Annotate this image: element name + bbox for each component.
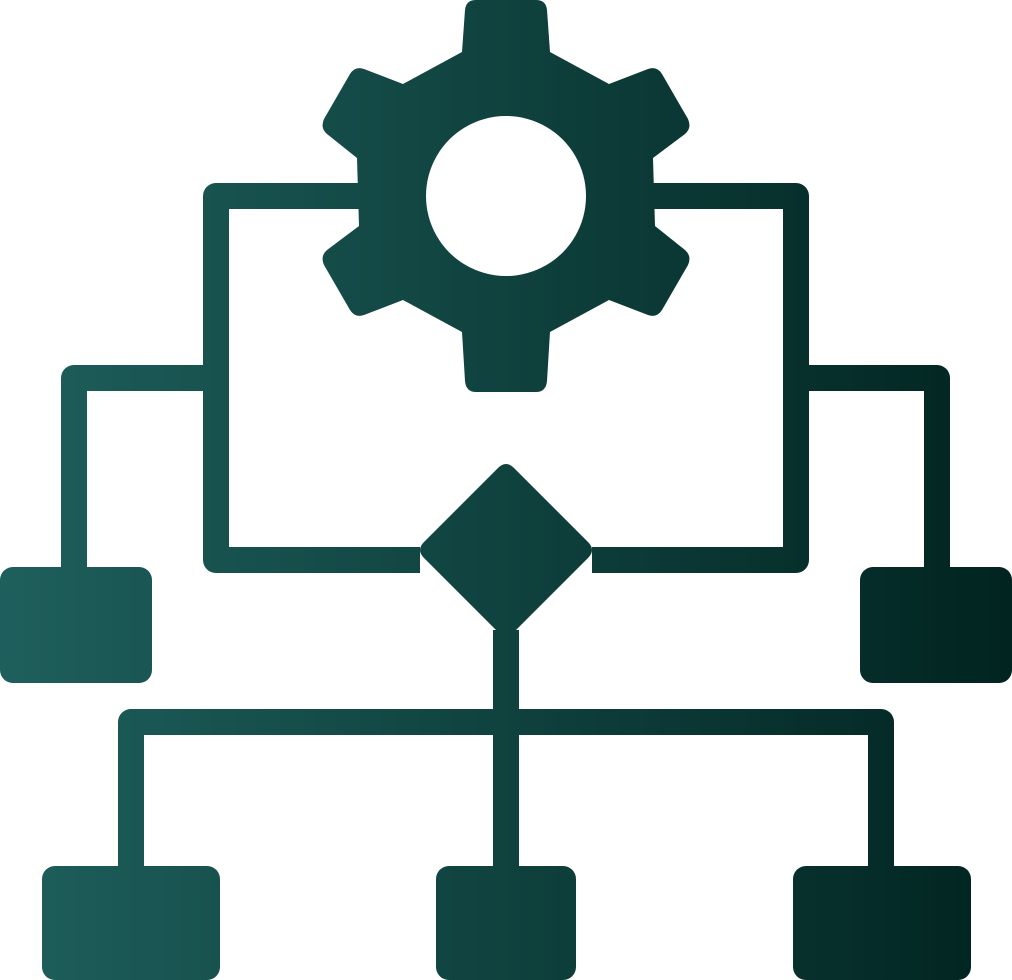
process-node-middle-left — [0, 567, 152, 683]
process-nodes — [0, 567, 1012, 980]
gear-icon — [322, 0, 690, 392]
connector-lines — [61, 183, 950, 880]
connector-right-branch — [796, 365, 950, 580]
decision-diamond — [420, 464, 592, 636]
process-node-middle-right — [860, 567, 1012, 683]
connector-left-branch — [61, 365, 216, 580]
process-node-bottom-left — [42, 866, 220, 980]
process-node-bottom-right — [793, 866, 971, 980]
process-node-bottom-center — [436, 866, 576, 980]
connector-bottom-bus — [118, 709, 894, 880]
